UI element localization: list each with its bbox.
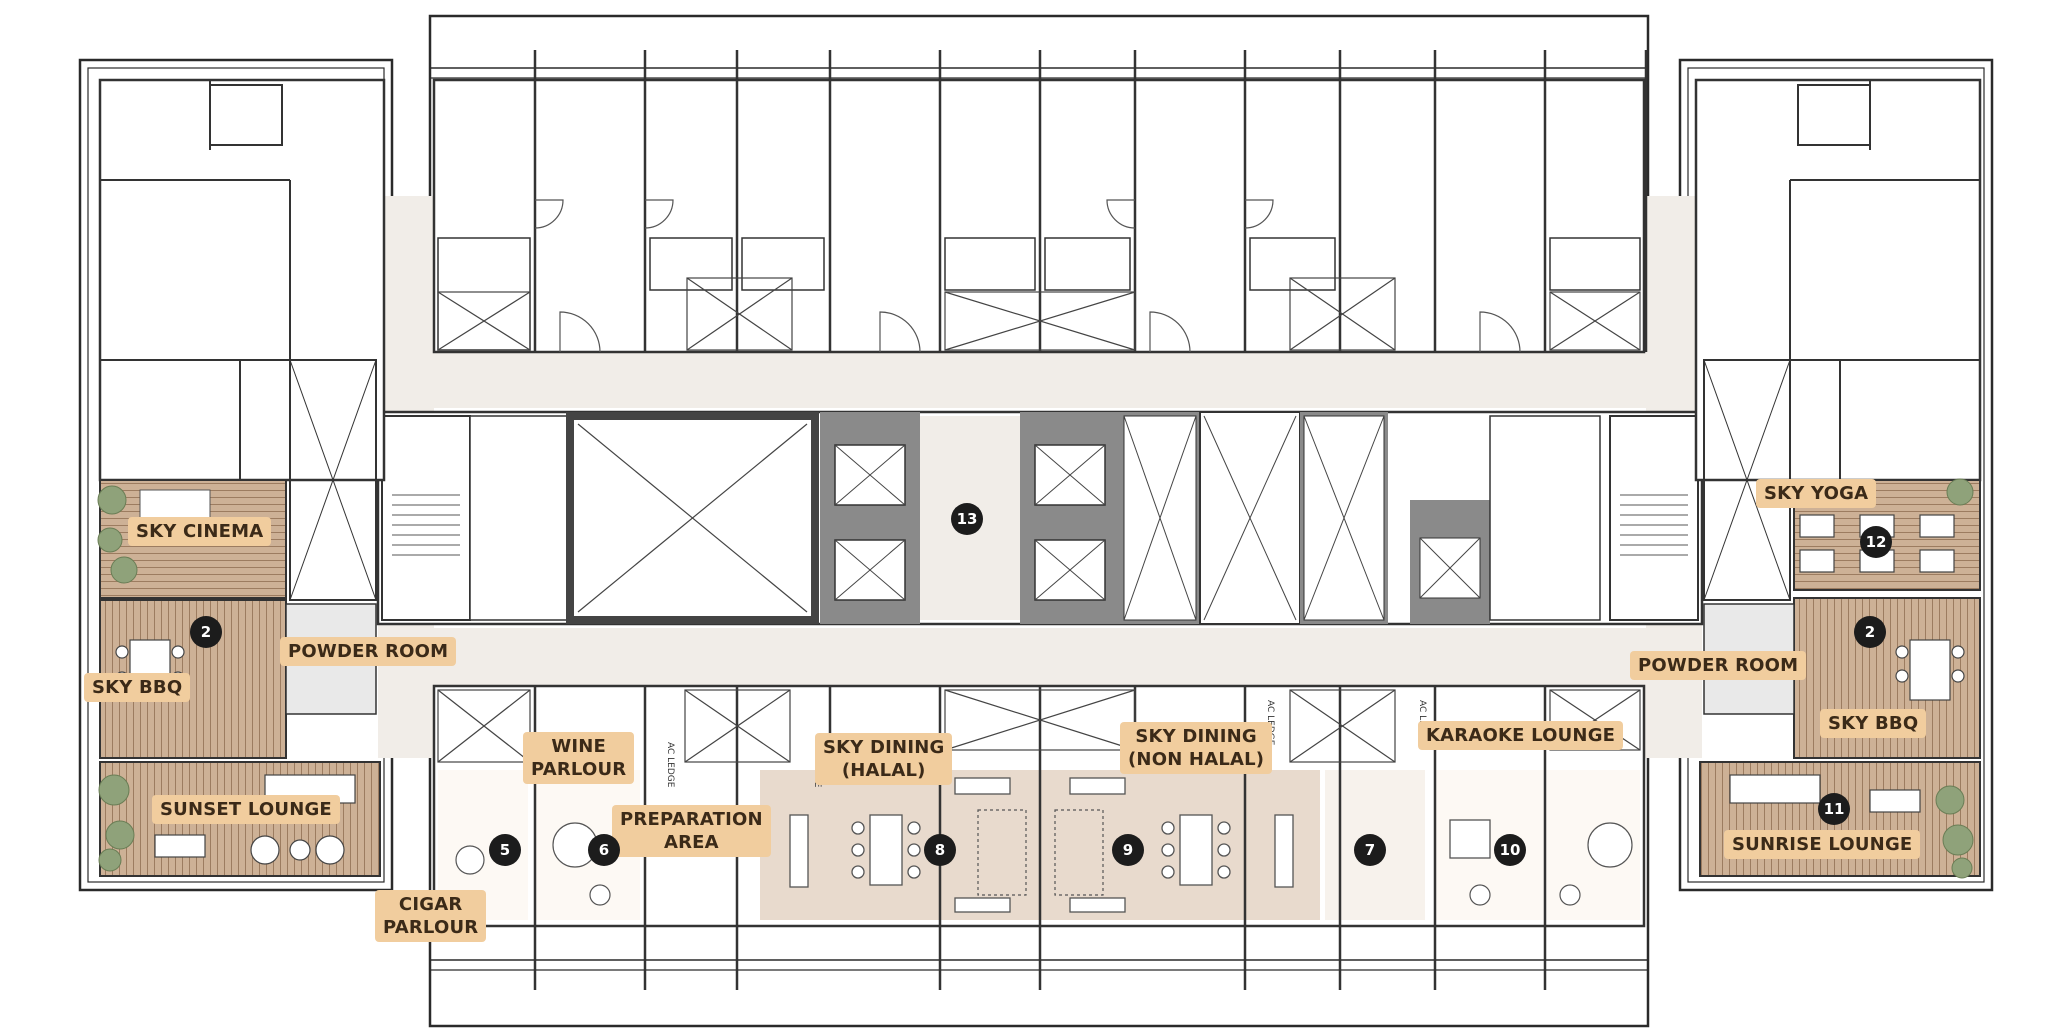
label-karaoke-lounge: KARAOKE LOUNGE xyxy=(1418,721,1624,750)
label-cigar-parlour: CIGAR PARLOUR xyxy=(375,890,487,942)
marker-10: 10 xyxy=(1494,834,1526,866)
label-sky-bbq-left: SKY BBQ xyxy=(84,673,191,702)
marker-9: 9 xyxy=(1112,834,1144,866)
label-powder-room-right: POWDER ROOM xyxy=(1630,651,1807,680)
label-powder-room-left: POWDER ROOM xyxy=(280,637,457,666)
marker-13: 13 xyxy=(951,503,983,535)
top-doors xyxy=(534,199,1521,353)
marker-5: 5 xyxy=(489,834,521,866)
marker-6: 6 xyxy=(588,834,620,866)
label-sunset-lounge: SUNSET LOUNGE xyxy=(152,795,340,824)
label-sky-dining-non-halal: SKY DINING (NON HALAL) xyxy=(1120,722,1273,774)
left-wing xyxy=(97,78,386,877)
marker-2-right: 2 xyxy=(1854,616,1886,648)
central-core xyxy=(376,410,1704,626)
marker-7: 7 xyxy=(1354,834,1386,866)
label-wine-parlour: WINE PARLOUR xyxy=(523,732,635,784)
top-shafts xyxy=(437,277,1641,351)
marker-11: 11 xyxy=(1818,793,1850,825)
label-preparation-area: PREPARATION AREA xyxy=(612,805,771,857)
marker-12: 12 xyxy=(1860,526,1892,558)
label-sky-bbq-right: SKY BBQ xyxy=(1820,709,1927,738)
ac-ledge-left: AC LEDGE xyxy=(665,742,675,788)
top-residential-units xyxy=(432,50,1648,354)
label-sky-dining-halal: SKY DINING (HALAL) xyxy=(815,733,953,785)
marker-8: 8 xyxy=(924,834,956,866)
marker-2-left: 2 xyxy=(190,616,222,648)
label-sky-yoga: SKY YOGA xyxy=(1756,479,1877,508)
label-sunrise-lounge: SUNRISE LOUNGE xyxy=(1724,830,1921,859)
label-sky-cinema: SKY CINEMA xyxy=(128,517,272,546)
